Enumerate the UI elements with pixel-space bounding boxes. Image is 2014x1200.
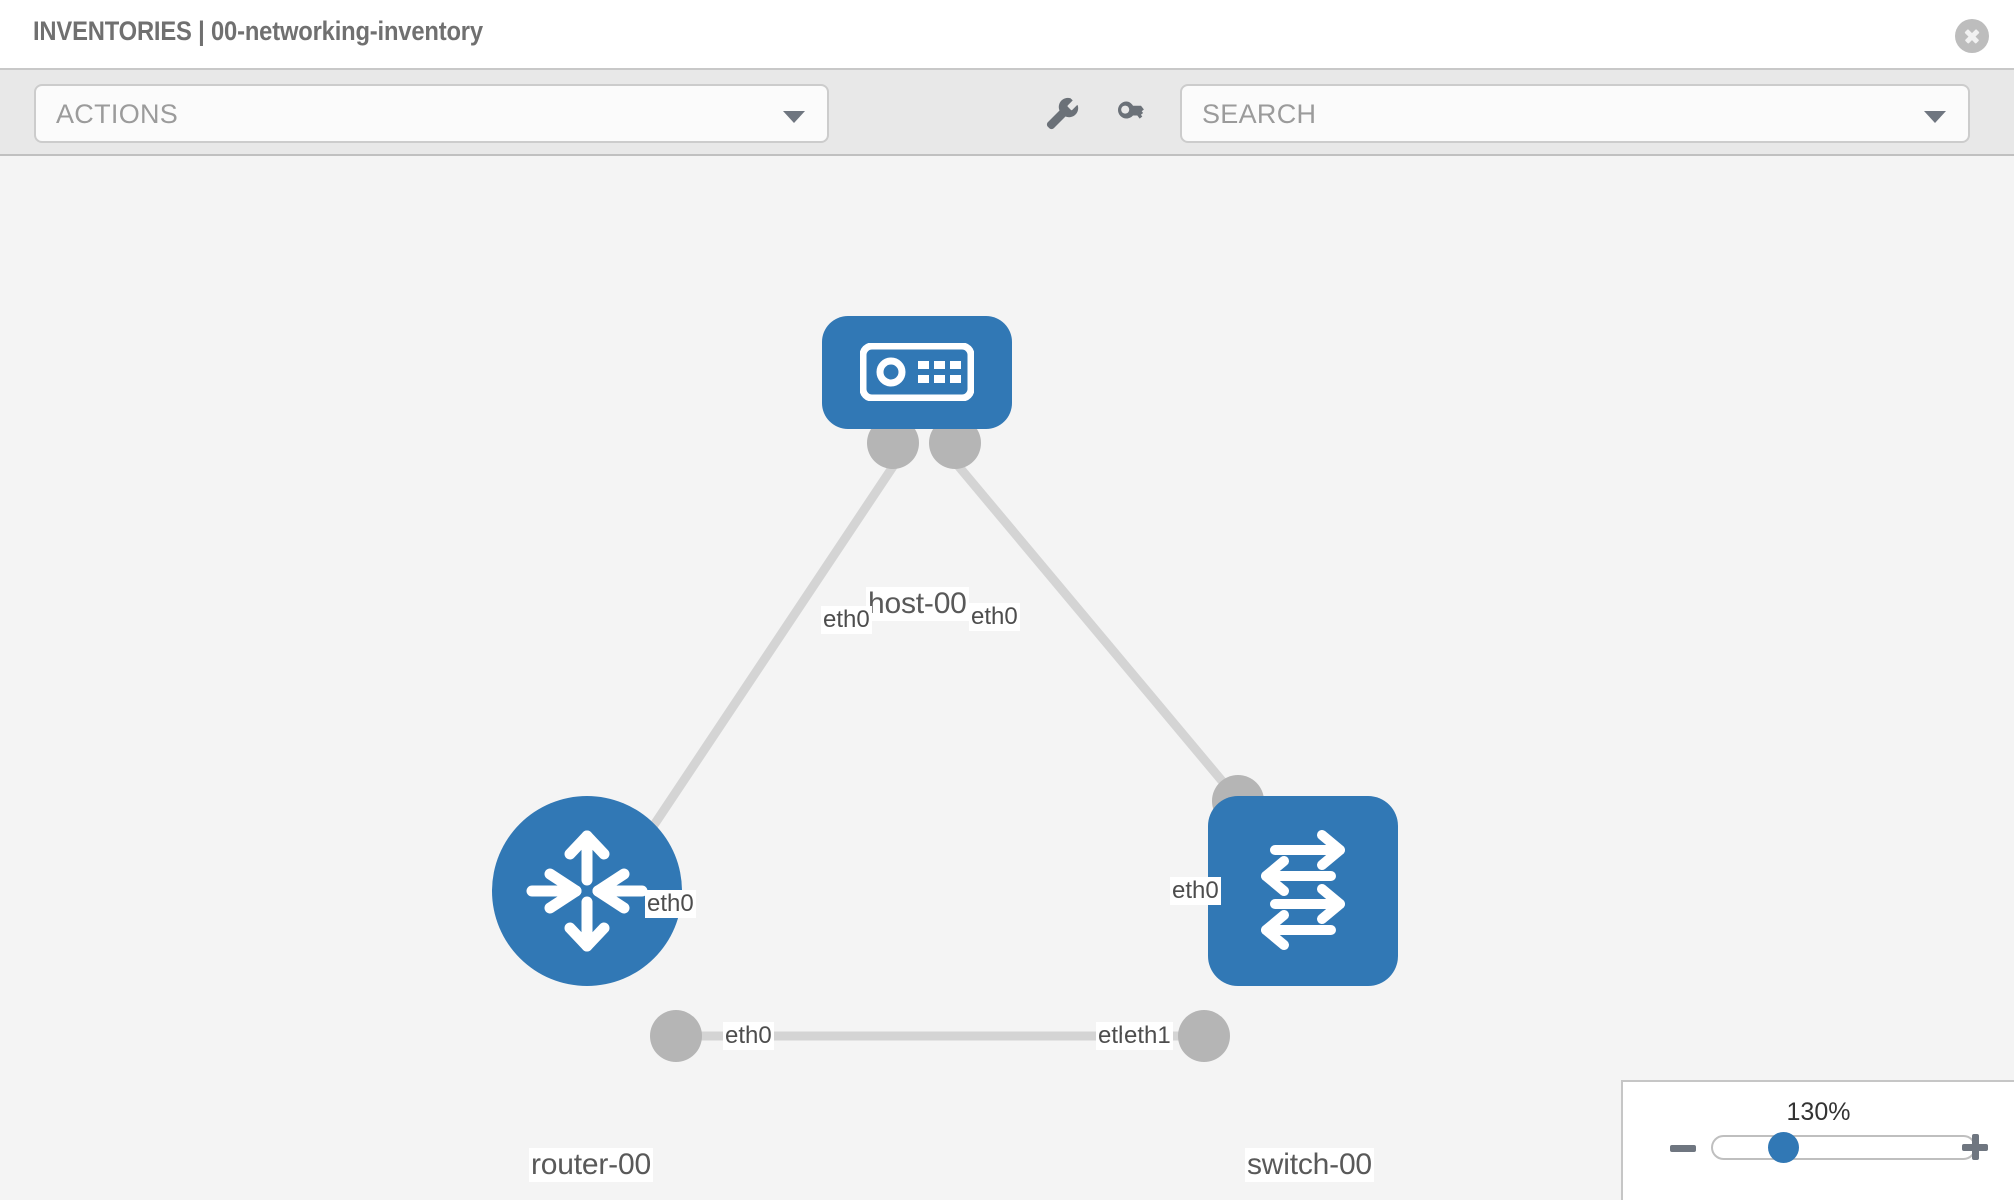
topology-canvas[interactable]: host-00 router-00 switch-00 eth0 eth0 et… [0, 156, 2014, 1200]
interface-label-host-right: eth0 [969, 603, 1020, 631]
node-label-switch-00: switch-00 [1245, 1148, 1374, 1182]
chevron-down-icon[interactable] [1924, 111, 1946, 123]
node-label-host-00: host-00 [866, 587, 969, 621]
link-host-router [636, 453, 904, 849]
actions-dropdown-label: ACTIONS [56, 99, 179, 129]
link-host-switch [946, 453, 1247, 809]
zoom-out-button[interactable] [1670, 1145, 1696, 1152]
chevron-down-icon [783, 111, 805, 123]
interface-label-host-left: eth0 [821, 606, 872, 634]
search-placeholder: SEARCH [1202, 99, 1317, 129]
node-host-00[interactable] [822, 316, 1012, 429]
wrench-icon[interactable] [1040, 92, 1084, 136]
node-switch-00[interactable] [1208, 796, 1398, 986]
page-header: INVENTORIES | 00-networking-inventory [0, 0, 2014, 68]
node-label-router-00: router-00 [529, 1148, 653, 1182]
interface-label-switch-eth1: eth1 [1122, 1022, 1173, 1050]
zoom-level-value: 130% [1786, 1098, 1851, 1126]
topology-graph: host-00 router-00 switch-00 eth0 eth0 et… [0, 156, 2014, 1200]
node-switch-background [1208, 796, 1398, 986]
zoom-slider-track[interactable] [1711, 1135, 1976, 1160]
connector-switch-eth1 [1178, 1010, 1230, 1062]
interface-label-router-uplink: eth0 [645, 890, 696, 918]
connector-host-eth0-left [867, 417, 919, 469]
zoom-control-panel: 130% [1621, 1080, 2014, 1200]
interface-label-router-eth0: eth0 [723, 1022, 774, 1050]
interface-label-switch-uplink: eth0 [1170, 877, 1221, 905]
toolbar: ACTIONS SEARCH [0, 68, 2014, 156]
node-host-background [822, 316, 1012, 429]
connector-host-eth0-right [929, 417, 981, 469]
zoom-in-button[interactable] [1962, 1134, 1988, 1160]
key-icon[interactable] [1110, 92, 1154, 136]
topology-links-layer [636, 417, 1264, 1062]
actions-dropdown[interactable]: ACTIONS [34, 84, 829, 143]
connector-router-eth0 [650, 1010, 702, 1062]
page-title: INVENTORIES | 00-networking-inventory [33, 16, 483, 46]
zoom-slider-thumb[interactable] [1768, 1132, 1799, 1163]
close-icon[interactable] [1955, 19, 1989, 53]
search-input[interactable]: SEARCH [1180, 84, 1970, 143]
